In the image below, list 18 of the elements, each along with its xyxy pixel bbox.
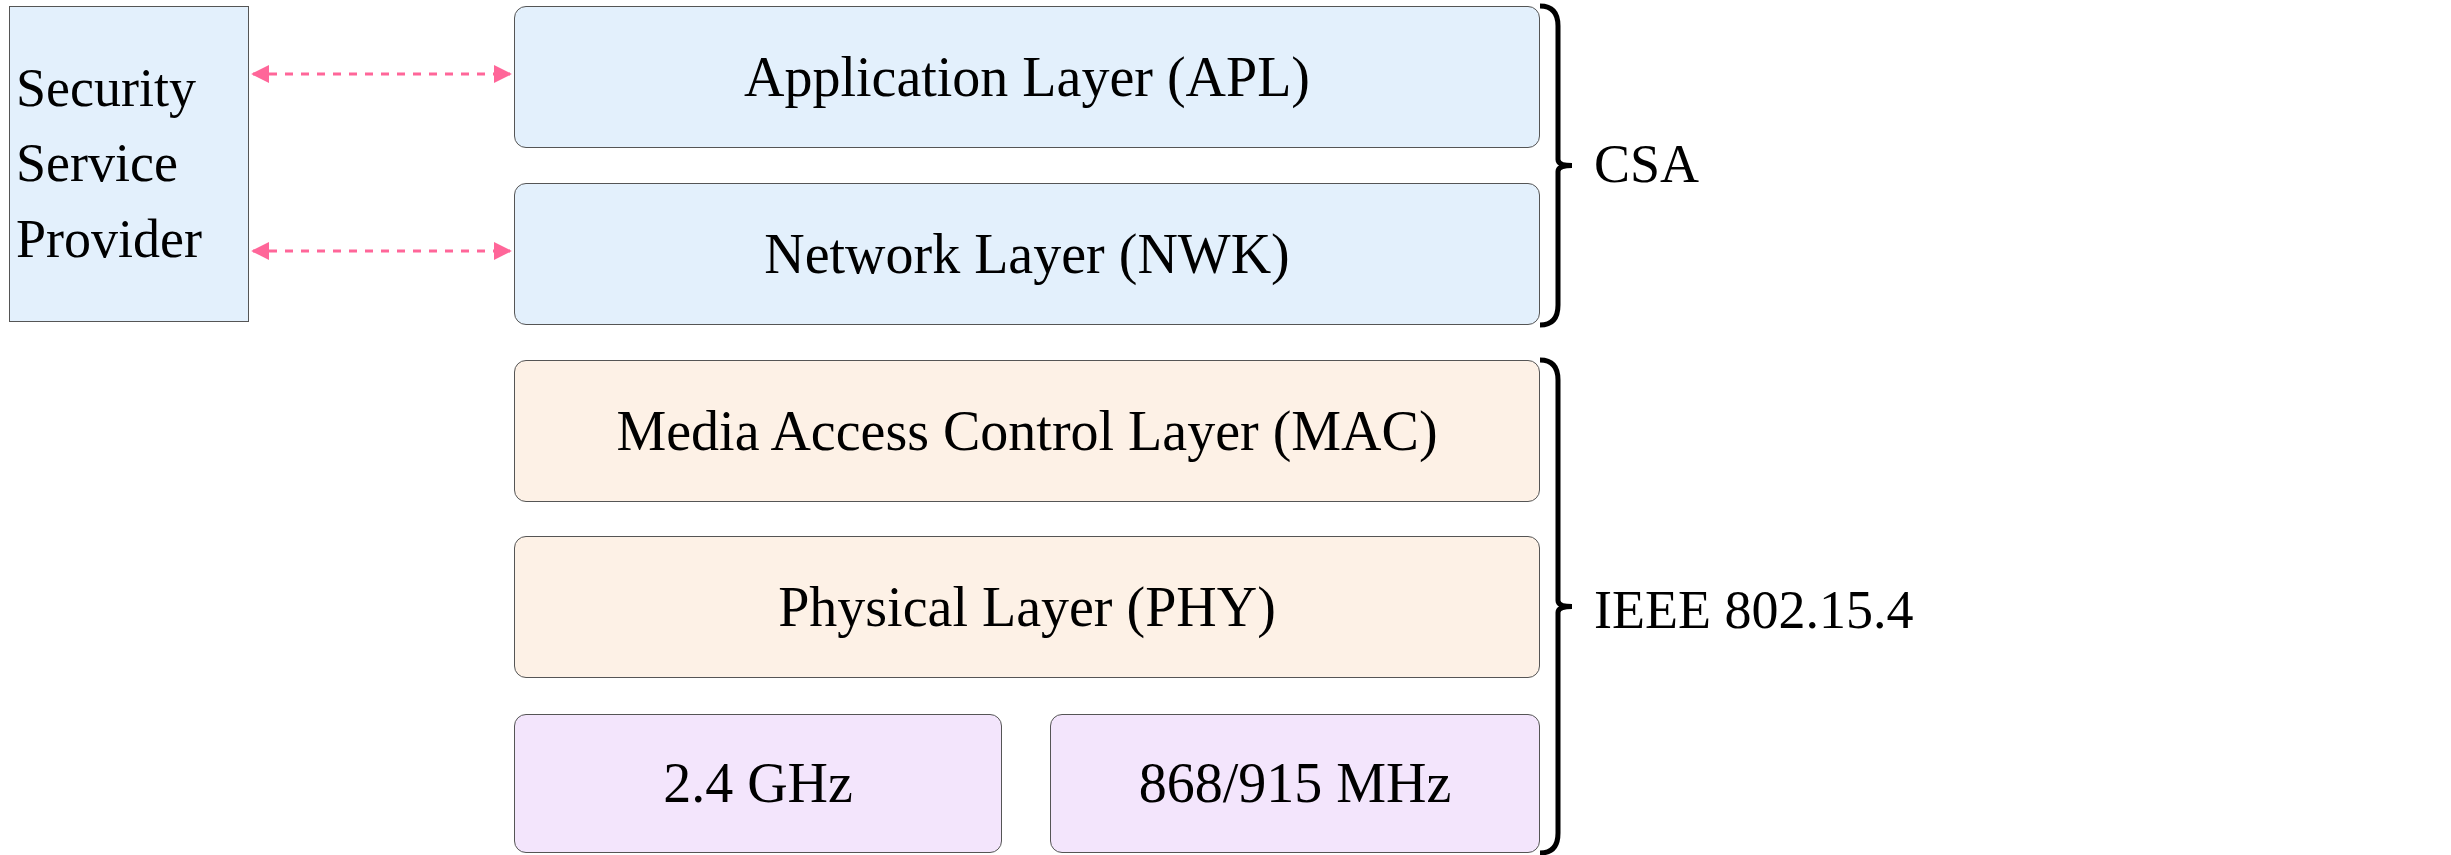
layer-box <box>514 714 1002 853</box>
layer-box <box>514 360 1540 502</box>
layer-box <box>514 183 1540 325</box>
box-label: 2.4 GHz <box>663 751 853 817</box>
box-label: Media Access Control Layer (MAC) <box>616 398 1438 464</box>
box-label: Security Service Provider <box>16 56 203 271</box>
box-label: Network Layer (NWK) <box>764 221 1290 287</box>
standard-label: CSA <box>1594 133 1700 195</box>
double-arrow <box>251 242 512 260</box>
standard-label: IEEE 802.15.4 <box>1594 579 1914 641</box>
layer-box <box>514 536 1540 678</box>
box-label: Physical Layer (PHY) <box>778 574 1276 640</box>
double-arrow <box>251 65 512 83</box>
layer-box <box>1050 714 1540 853</box>
box-label: Application Layer (APL) <box>743 44 1310 110</box>
box-label: 868/915 MHz <box>1138 751 1452 817</box>
provider-box <box>9 6 249 322</box>
layer-box <box>514 6 1540 148</box>
